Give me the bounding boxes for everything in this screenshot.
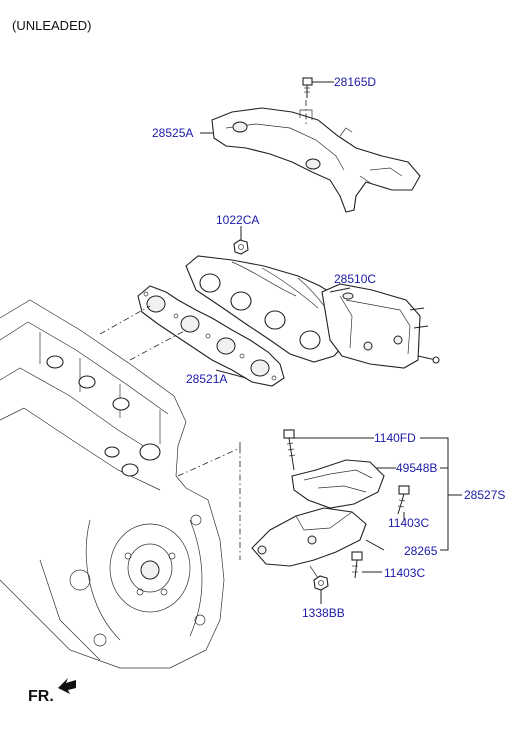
engine-block (0, 299, 225, 669)
front-direction-label: FR. (28, 688, 54, 705)
part-label-1338BB[interactable]: 1338BB (302, 606, 345, 620)
front-arrow-icon (58, 678, 76, 694)
part-label-28510C[interactable]: 28510C (334, 272, 377, 286)
bolt-11403C-upper[interactable] (397, 485, 410, 515)
part-label-28165D[interactable]: 28165D (334, 75, 377, 89)
leader-lines (200, 81, 462, 604)
part-label-11403C-upper[interactable]: 11403C (388, 516, 430, 530)
exhaust-manifold[interactable] (185, 255, 440, 369)
part-label-28527S[interactable]: 28527S (464, 488, 506, 502)
exhaust-gasket[interactable] (137, 285, 285, 387)
variant-label: (UNLEADED) (12, 18, 92, 33)
part-label-28265[interactable]: 28265 (404, 544, 438, 558)
part-label-1022CA[interactable]: 1022CA (216, 213, 260, 227)
bracket-protector-49548B[interactable] (291, 459, 385, 509)
bolt-28165D[interactable] (302, 77, 313, 98)
part-label-11403C-lower[interactable]: 11403C (384, 566, 426, 580)
bolt-11403C-lower[interactable] (351, 551, 363, 579)
part-label-1140FD[interactable]: 1140FD (374, 431, 416, 445)
part-label-28525A[interactable]: 28525A (152, 126, 194, 140)
nut-1338BB[interactable] (313, 575, 329, 591)
bracket-28265[interactable] (251, 507, 367, 579)
part-label-49548B[interactable]: 49548B (396, 461, 438, 475)
heat-protector[interactable] (211, 107, 421, 213)
bolt-1140FD[interactable] (283, 429, 296, 471)
nut-1022CA[interactable] (233, 239, 249, 255)
part-label-28521A[interactable]: 28521A (186, 372, 228, 386)
